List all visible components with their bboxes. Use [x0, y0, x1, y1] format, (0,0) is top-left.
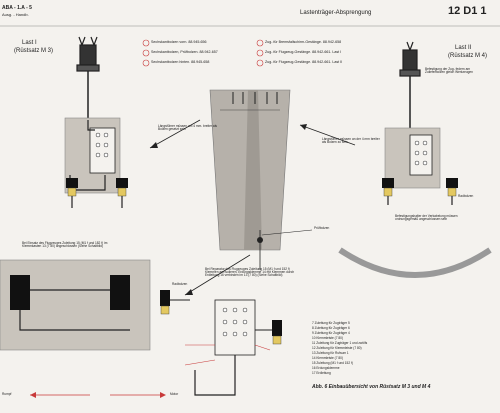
- right-junction-box: [409, 134, 433, 176]
- note-left-bottom: Bei Einsatz des Flugzeuges Zuleitung 15 …: [22, 241, 108, 249]
- label-radbolzen-left: Radbolzen: [172, 282, 188, 286]
- legend-bottom-item: 12 Zuleitung für Klemmleiste (7 80): [312, 346, 362, 350]
- lot-right-title: Last II: [455, 45, 472, 51]
- legend-bottom-item: 15 Zuleitung (M1 f und 152 f): [312, 361, 353, 365]
- legend-top-3: Sechskantbolzen hinten. 88.945-658: [151, 60, 210, 64]
- label-radbolzen-right: Radbolzen: [458, 194, 474, 198]
- legend-top-5: Zug- für Flugzeug-Gestänge. 88.942-661. …: [265, 50, 342, 54]
- left-junction-box: [89, 127, 116, 174]
- note-left-clamp: Längsführer müssen am 4 mm. breiter als …: [158, 124, 217, 132]
- legend-bottom-item: 14 Klemmleiste (7 80): [312, 356, 344, 360]
- note-right-clamp: Längsführer müssen an der 4 mm breiter a…: [322, 137, 380, 145]
- figure-caption: Abb. 6 Einbauübersicht von Rüstsatz M 3 …: [312, 384, 431, 390]
- bottom-junction-box: [30, 299, 282, 398]
- legend-bottom-item: 9 Zuleitung für Zugträger 4: [312, 331, 350, 335]
- right-hook-assembly: [399, 41, 421, 130]
- lot-right-subtitle: (Rüstsatz M 4): [448, 53, 488, 59]
- doc-ref: ABA - 1.A - 5: [2, 5, 32, 11]
- note-right-mid: Befestigungshalter der Verkabelung müsse…: [395, 214, 458, 222]
- lot-left-title: Last I: [22, 40, 37, 46]
- note-right-top: Befestigung der Zug- federn am Zulieferb…: [425, 67, 473, 75]
- legend-top-2: Sechskantbolzen, Prüfbolzen. 88.942-657: [151, 50, 218, 54]
- left-assembly: [64, 36, 201, 208]
- legend-circles: [142, 39, 264, 67]
- bottom-left-assembly: [0, 254, 251, 351]
- legend-top-6: Zug- für Flugzeug-Gestänge. 88.942-661. …: [265, 60, 343, 64]
- legend-bottom-item: 17 Erdleitung: [312, 371, 331, 375]
- label-pruefbolzen: Prüfbolzen: [314, 226, 330, 230]
- legend-bottom-item: 13 Zuleitung für Rufsum 1: [312, 351, 349, 355]
- doc-ref-sub: Ausg. - Handb.: [2, 12, 29, 17]
- lot-left-subtitle: (Rüstsatz M 3): [14, 48, 54, 54]
- legend-bottom-item: 8 Zuleitung für Zugträger 6: [312, 326, 350, 330]
- left-hook-assembly: [76, 36, 100, 120]
- legend-bottom-item: 11 Zuleitung für Zugträger 1 und zwölfs: [312, 341, 368, 345]
- center-pylon: [209, 89, 313, 270]
- page-number: 12 D1 1: [448, 5, 487, 17]
- legend-bottom-item: 7 Zuleitung für Zugträger 5: [312, 321, 350, 325]
- legend-bottom-item: 16 Erdungsklemme: [312, 366, 340, 370]
- legend-top-4: Zug- für Bremsfallschirm-Gestänge. 88.94…: [265, 40, 342, 44]
- section-title: Lastenträger-Absprengung: [300, 10, 372, 16]
- right-fairing-arc: [338, 247, 492, 278]
- note-mid-bottom: Bei Reparatur des Flugzeuges Zuleitung 1…: [205, 267, 295, 278]
- right-plugs: [382, 178, 458, 197]
- label-motor: Motor: [170, 392, 179, 396]
- left-plugs: [66, 178, 128, 197]
- legend-bottom-item: 10 Klemmleiste (7 80): [312, 336, 344, 340]
- label-rumpf: Rumpf: [2, 392, 12, 396]
- right-assembly: [299, 41, 492, 278]
- legend-top-1: Sechskantbolzen vorn. 88.945-656: [151, 40, 207, 44]
